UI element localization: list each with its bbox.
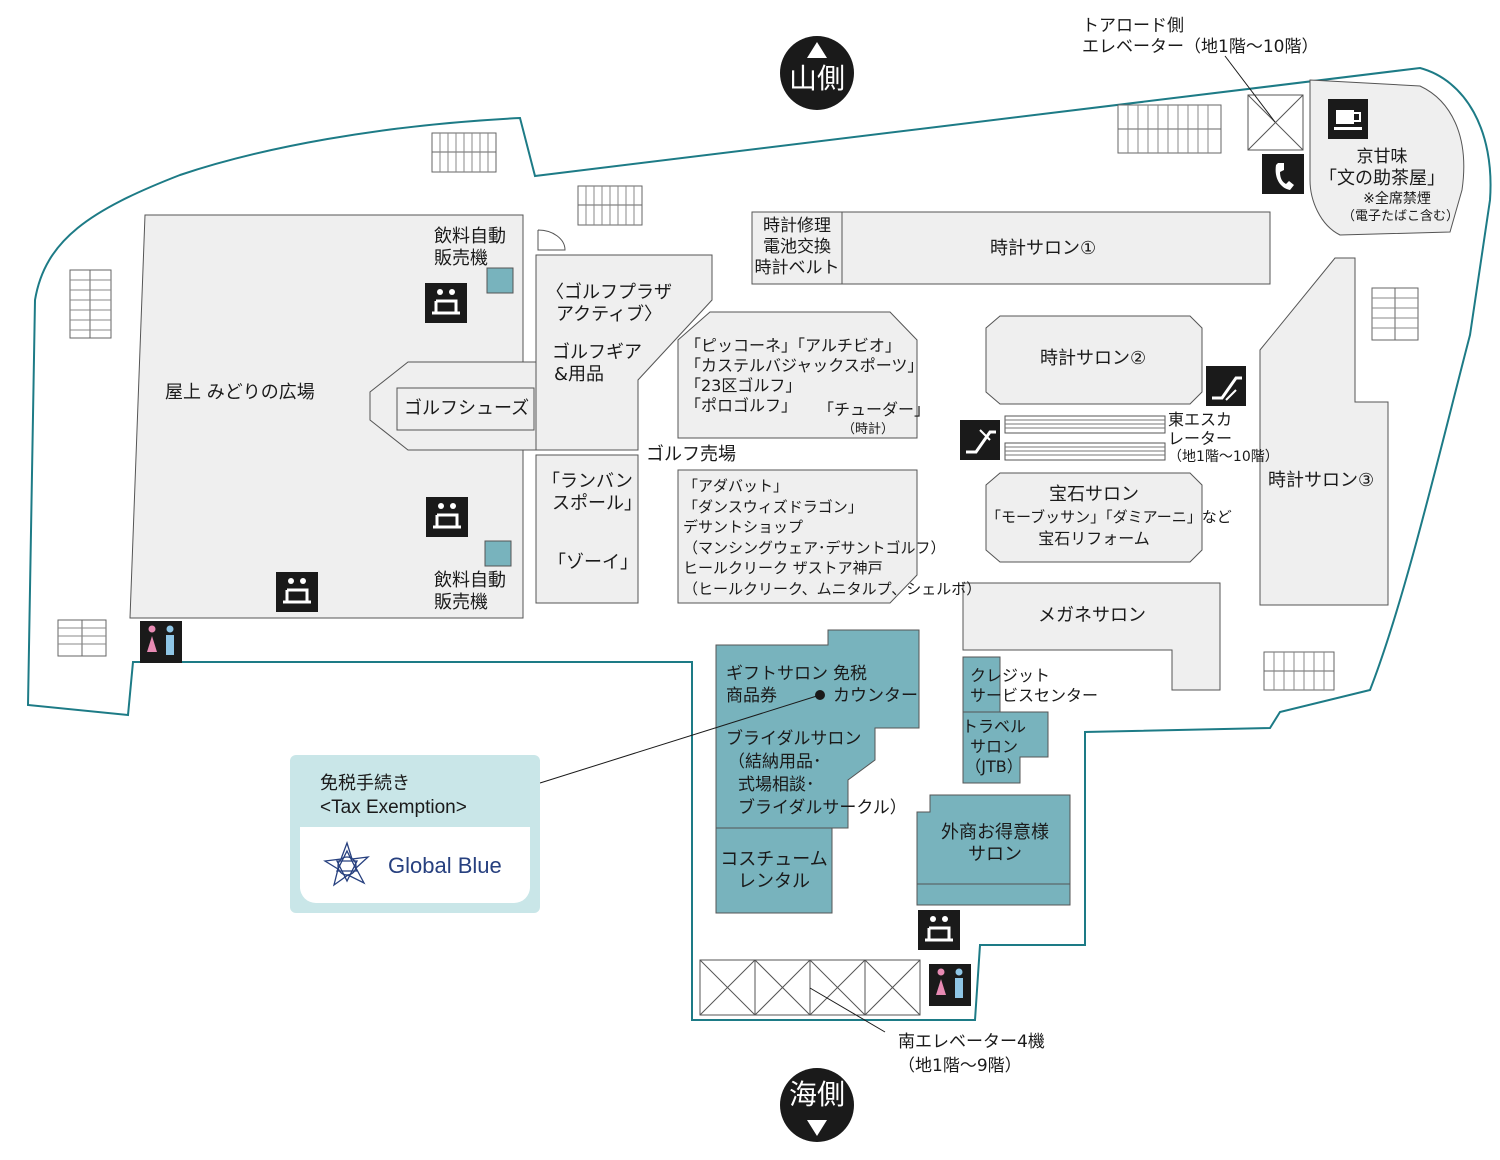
vending-top-label: 飲料自動販売機 [434,226,506,269]
travel-label: トラベルサロン（JTB） [962,717,1027,776]
stairs-icon [57,104,1419,691]
tax-counter-label: 免税カウンター [833,664,918,706]
watch-salon-2 [985,315,1203,405]
bench-icon [918,910,960,950]
tax-title: 免税手続き [320,773,410,794]
costume-block [715,827,833,914]
north-label: 山側 [788,62,845,95]
elevator-tor-road [1247,94,1304,151]
golf-area-label: ゴルフ売場 [646,444,736,465]
tax-counter-dot [815,690,825,700]
escalator-icon [960,420,1000,460]
south-elevators [699,959,921,1016]
cafe-label: 京甘味 「文の助茶屋」 ※全席禁煙 （電子たばこ含む） [1319,147,1460,224]
tax-subtitle: <Tax Exemption> [320,797,467,818]
vip-block [916,794,1071,906]
gift-label: ギフトサロン商品券 [726,664,828,706]
tax-leader-line [539,694,821,784]
golf-shoes-label: ゴルフシューズ [404,398,530,419]
watch-repair-label: 時計修理電池交換時計ベルト [754,216,840,278]
vending-machine-bottom [484,540,512,567]
tor-elevator-label: トアロード側エレベーター（地1階～10階） [1082,16,1319,57]
global-blue-text: Global Blue [388,853,502,878]
travel-block [962,711,1049,784]
glasses-label: メガネサロン [1038,605,1146,626]
cafe-icon [1328,99,1368,139]
stair-treads [58,105,1418,690]
bench-icon [276,572,318,612]
south-elevator-leader [809,987,886,1033]
lanvin-label: 「ランバンスポール」 [542,471,642,514]
rooftop-label: 屋上 みどりの広場 [165,382,315,403]
south-elevator-label: 南エレベーター4機（地1階～9階） [898,1032,1045,1076]
watch-salon-2-label: 時計サロン② [1040,348,1147,369]
credit-label: クレジットサービスセンター [970,666,1099,705]
golf-gear-label: ゴルフギア&用品 [552,342,642,385]
door [537,229,566,251]
escalator-icon [1206,366,1246,406]
south-direction: 海側 [780,1068,854,1142]
golf-shoes-counter [396,387,535,431]
tax-exemption-box: 免税手続き <Tax Exemption> Global Blue [290,755,540,913]
south-label: 海側 [788,1078,845,1111]
escalator-steps [1005,419,1165,456]
lanvin-zoy-area [535,454,639,604]
brands-lower-label: 「アダバット」「ダンスウィズドラゴン」デサントショップ（マンシングウェア･デサン… [683,477,982,598]
tudor-label: 「チューダー」（時計） [818,400,931,437]
jewelry-salon [985,472,1203,563]
brand-block-lower [677,469,918,604]
bench-icon [426,497,468,537]
watch-repair [751,211,843,285]
zoy-label: 「ゾーイ」 [548,552,638,573]
glasses-salon [962,582,1221,691]
restroom-icon [140,621,182,663]
watch-salon-1 [841,211,1271,285]
jewelry-label: 宝石サロン 「モーブッサン」「ダミアーニ」など 宝石リフォーム [986,484,1232,548]
rooftop-plaza [129,214,524,619]
watch-salon-1-label: 時計サロン① [990,238,1097,259]
bridal-label: ブライダルサロン （結納用品･ 式場相談･ ブライダルサークル） [726,729,907,818]
vending-machine-top [486,267,514,294]
golf-plaza-label: 〈ゴルフプラザアクティブ〉 [546,282,672,325]
vending-bottom-label: 飲料自動販売機 [434,570,506,613]
global-blue-panel: Global Blue [300,827,530,903]
restroom-icon [929,964,971,1006]
north-direction: 山側 [780,36,854,110]
bench-icon [425,283,467,323]
costume-label: コスチュームレンタル [720,849,828,892]
global-blue-logo [323,841,370,887]
watch-salon-3 [1259,257,1389,606]
brand-block-upper [677,311,918,439]
phone-icon [1262,154,1304,194]
brands-upper-label: 「ピッコーネ」「アルチビオ」「カステルバジャックスポーツ」「23区ゴルフ」「ポロ… [685,336,924,415]
tor-elevator-leader [1224,55,1276,123]
watch-salon-3-label: 時計サロン③ [1268,470,1375,491]
escalator-label: 東エスカレーター（地1階～10階） [1168,410,1279,465]
vip-label: 外商お得意様サロン [941,822,1049,865]
